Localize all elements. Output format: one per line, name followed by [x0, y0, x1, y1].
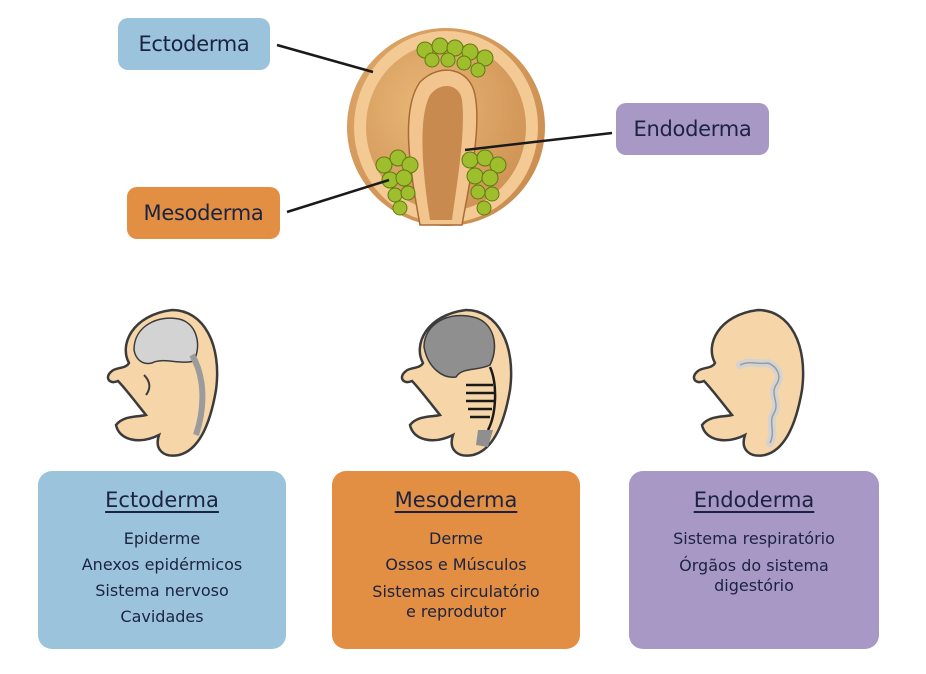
ectoderm-label: Ectoderma	[118, 18, 270, 70]
list-item: Epiderme	[123, 529, 201, 548]
mesoderm-pointer-line	[286, 178, 390, 214]
list-item: Sistema nervoso	[95, 581, 229, 600]
ectoderm-card-title: Ectoderma	[105, 488, 219, 512]
list-item: Derme	[429, 529, 483, 548]
endoderm-label: Endoderma	[616, 103, 769, 155]
embryo-ectoderm-illustration	[106, 308, 219, 457]
endoderm-derivatives-list: Sistema respiratório Órgãos do sistema d…	[629, 526, 879, 596]
endoderm-pointer-line	[464, 131, 613, 152]
list-item: Sistemas circulatório e reprodutor	[372, 582, 540, 621]
pointer-lines	[276, 43, 613, 214]
ectoderm-derivatives-list: Epiderme Anexos epidérmicos Sistema nerv…	[38, 526, 286, 630]
list-item: Órgãos do sistema digestório	[679, 556, 829, 595]
mesoderm-card: Mesoderma Derme Ossos e Músculos Sistema…	[332, 471, 580, 649]
ectoderm-card: Ectoderma Epiderme Anexos epidérmicos Si…	[38, 471, 286, 649]
gastrula-illustration	[347, 28, 545, 226]
list-item: Anexos epidérmicos	[81, 555, 243, 574]
mesoderm-derivatives-list: Derme Ossos e Músculos Sistemas circulat…	[332, 526, 580, 622]
ectoderm-pointer-line	[276, 43, 374, 74]
list-item: Sistema respiratório	[673, 529, 835, 548]
mesoderm-card-title: Mesoderma	[394, 488, 518, 512]
embryo-mesoderm-illustration	[400, 308, 513, 457]
mesoderm-label: Mesoderma	[127, 187, 280, 239]
endoderm-card-title: Endoderma	[693, 488, 815, 512]
endoderm-card: Endoderma Sistema respiratório Órgãos do…	[629, 471, 879, 649]
embryo-endoderm-illustration	[692, 308, 805, 457]
list-item: Cavidades	[120, 607, 204, 626]
list-item: Ossos e Músculos	[385, 555, 527, 574]
